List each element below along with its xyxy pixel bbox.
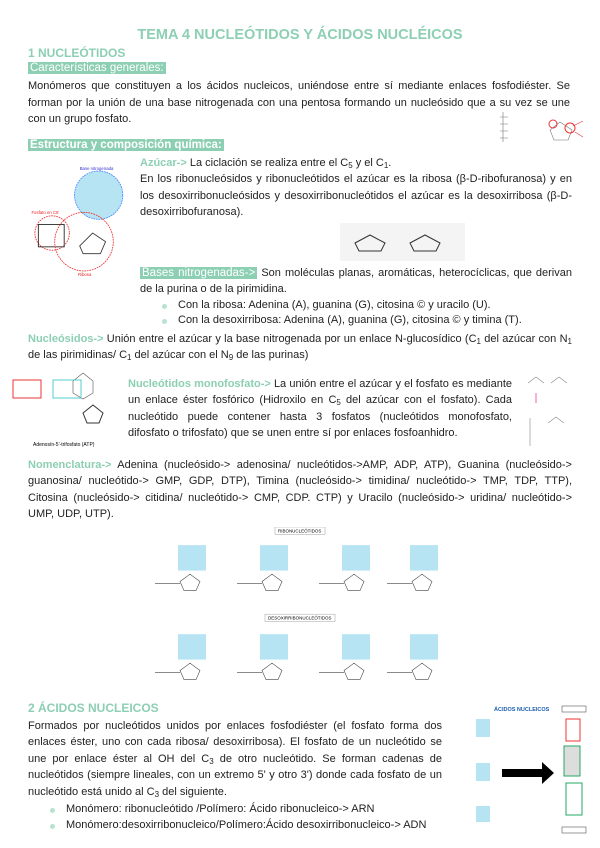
general-text: Monómeros que constituyen a los ácidos n…	[28, 80, 570, 125]
estructura-label: Estructura y composición química:	[28, 138, 224, 151]
phosphate-chain-figure	[527, 376, 568, 446]
phosphate-label: Fosfato en C5'	[31, 210, 59, 215]
monofosfato-paragraph: Nucleótidos monofosfato-> La unión entre…	[128, 377, 512, 440]
azucar-text: En los ribonucleósidos y ribonucleótidos…	[140, 173, 572, 218]
section-2-heading: 2 ÁCIDOS NUCLEICOS	[28, 700, 159, 715]
ribose-cyclization-figure	[500, 112, 584, 142]
atp-figure: Adenosín-5'-trifosfato (ATP)	[12, 372, 104, 448]
acidos-bullet: Monómero: ribonucleótido /Polímero: Ácid…	[28, 802, 442, 818]
ribonucleotides-label: RIBONUCLEÓTIDOS	[278, 528, 321, 533]
general-label: Características generales:	[28, 62, 166, 74]
bases-bullet: Con la ribosa: Adenina (A), guanina (G),…	[140, 298, 572, 314]
azucar-label: Azúcar->	[140, 156, 187, 169]
ribose-deoxyribose-figure	[340, 222, 465, 261]
acidos-bullet: Monómero:desoxirribonucleico/Polímero:Ác…	[28, 818, 442, 834]
bases-block: Bases nitrogenadas-> Son moléculas plana…	[140, 265, 572, 329]
bases-label: Bases nitrogenadas->	[140, 266, 258, 279]
nucleic-acid-chain-figure: ÁCIDOS NUCLEICOS	[476, 705, 587, 833]
nucleotides-table-figure: RIBONUCLEÓTIDOS DESOXIRRIBONUCLEÓTIDOS	[155, 526, 438, 680]
nomenclatura-paragraph: Nomenclatura-> Adenina (nucleósido-> ade…	[28, 458, 572, 521]
base-label: Base nitrogenada	[80, 166, 114, 171]
acidos-bullets: Monómero: ribonucleótido /Polímero: Ácid…	[28, 802, 442, 833]
ribose-label: Ribosa	[78, 272, 92, 277]
nucleotide-structure-figure: Base nitrogenada Fosfato en C5' Ribosa	[31, 166, 124, 277]
nucleic-acids-label: ÁCIDOS NUCLEICOS	[494, 706, 550, 713]
deoxyribonucleotides-label: DESOXIRRIBONUCLEÓTIDOS	[268, 615, 332, 620]
atp-label: Adenosín-5'-trifosfato (ATP)	[33, 442, 95, 448]
document: TEMA 4 NUCLEÓTIDOS Y ÁCIDOS NUCLÉICOS 1 …	[12, 26, 587, 841]
bases-text: Son moléculas planas, aromáticas, hetero…	[140, 266, 572, 296]
bases-bullet: Con la desoxirribosa: Adenina (A), guani…	[140, 313, 572, 329]
azucar-paragraph: Azúcar-> La ciclación se realiza entre e…	[140, 156, 572, 219]
nucleosidos-paragraph: Nucleósidos-> Unión entre el azúcar y la…	[28, 332, 572, 362]
section-1-heading: 1 NUCLEÓTIDOS	[28, 46, 126, 60]
acidos-paragraph: Formados por nucleótidos unidos por enla…	[28, 719, 442, 799]
page-title: TEMA 4 NUCLEÓTIDOS Y ÁCIDOS NUCLÉICOS	[137, 27, 463, 43]
